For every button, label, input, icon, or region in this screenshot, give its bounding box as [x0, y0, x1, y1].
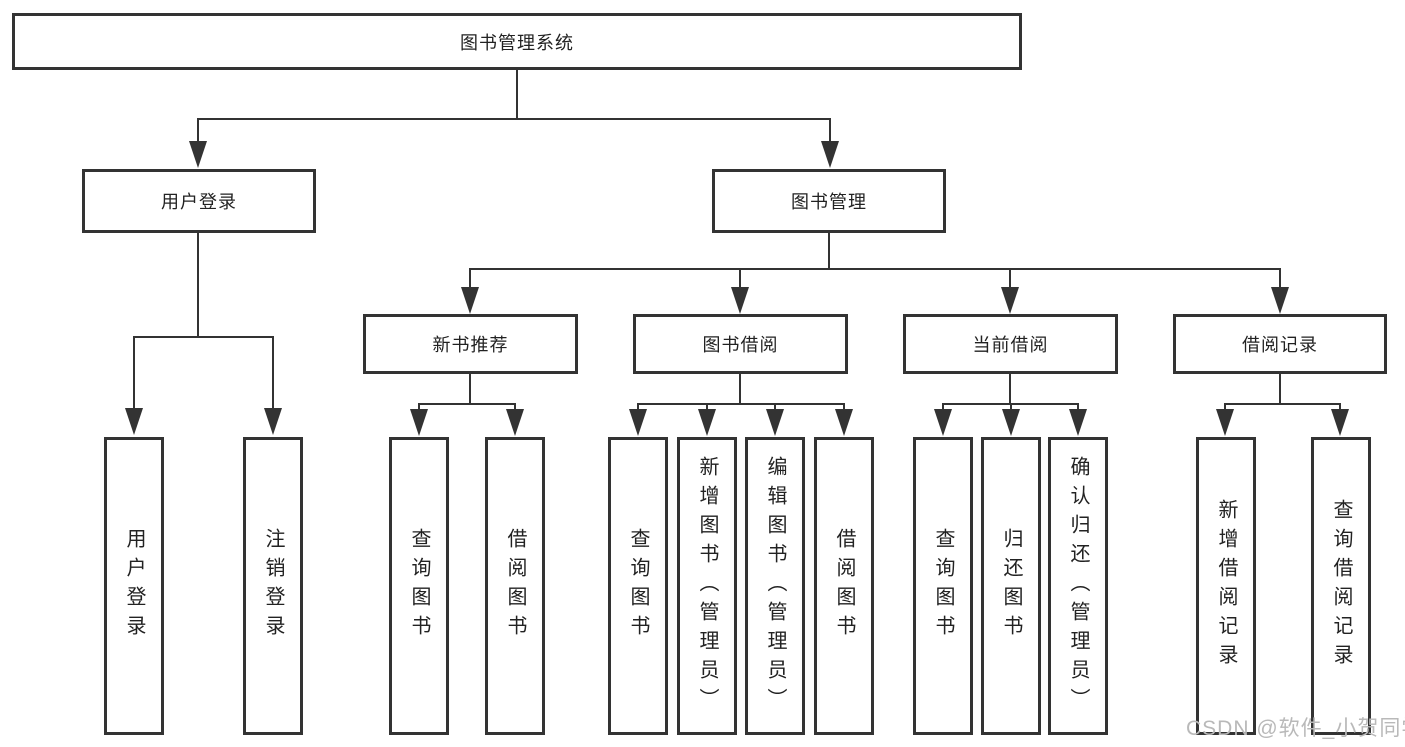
connector-line: [774, 403, 776, 411]
leaf-borrow-book: 借阅图书: [814, 437, 874, 735]
connector-line: [1010, 403, 1012, 411]
connector-line: [1009, 268, 1011, 290]
node-label: 借阅记录: [1242, 335, 1318, 355]
leaf-label: 查询图书: [932, 528, 954, 644]
connector-line: [739, 268, 741, 290]
leaf-logout: 注销登录: [243, 437, 303, 735]
arrow-down-icon: [766, 409, 784, 436]
connector-line: [843, 403, 845, 411]
leaf-label: 归还图书: [1000, 528, 1022, 644]
arrow-down-icon: [1331, 409, 1349, 436]
leaf-return-book: 归还图书: [981, 437, 1041, 735]
leaf-label: 借阅图书: [833, 528, 855, 644]
arrow-down-icon: [934, 409, 952, 436]
connector-line: [418, 403, 420, 411]
arrow-down-icon: [125, 408, 143, 435]
arrow-down-icon: [410, 409, 428, 436]
leaf-query-book-current: 查询图书: [913, 437, 973, 735]
node-label: 当前借阅: [972, 335, 1049, 355]
connector-line: [133, 336, 135, 410]
arrow-down-icon: [1216, 409, 1234, 436]
connector-line: [1279, 268, 1281, 290]
connector-line: [469, 268, 471, 290]
connector-line: [942, 403, 944, 411]
leaf-borrow-book-recommend: 借阅图书: [485, 437, 545, 735]
connector-line: [637, 403, 639, 411]
connector-line: [1009, 374, 1011, 405]
connector-line: [197, 118, 831, 120]
connector-line: [418, 403, 516, 405]
leaf-label: 新增借阅记录: [1215, 499, 1237, 673]
leaf-user-login: 用户登录: [104, 437, 164, 735]
leaf-label: 查询借阅记录: [1330, 499, 1352, 673]
node-current-borrowing: 当前借阅: [903, 314, 1118, 374]
connector-line: [829, 118, 831, 144]
node-label: 图书管理: [791, 192, 867, 212]
watermark: CSDN @软件_小贺同学: [1186, 717, 1405, 740]
leaf-label: 注销登录: [262, 528, 284, 644]
node-label: 用户登录: [161, 192, 237, 212]
arrow-down-icon: [835, 409, 853, 436]
connector-line: [469, 374, 471, 405]
arrow-down-icon: [1002, 409, 1020, 436]
leaf-label: 借阅图书: [504, 528, 526, 644]
node-label: 新书推荐: [432, 335, 509, 355]
connector-line: [637, 403, 845, 405]
leaf-query-book-recommend: 查询图书: [389, 437, 449, 735]
connector-line: [197, 118, 199, 144]
connector-line: [828, 233, 830, 270]
node-user-login: 用户登录: [82, 169, 316, 233]
connector-line: [706, 403, 708, 411]
connector-line: [272, 336, 274, 410]
node-new-book-recommend: 新书推荐: [363, 314, 578, 374]
arrow-down-icon: [264, 408, 282, 435]
leaf-label: 用户登录: [123, 528, 145, 644]
leaf-label: 确认归还（管理员）: [1067, 455, 1089, 717]
connector-line: [1279, 374, 1281, 405]
node-book-management: 图书管理: [712, 169, 946, 233]
connector-line: [1077, 403, 1079, 411]
node-label: 图书借阅: [702, 335, 779, 355]
leaf-label: 新增图书（管理员）: [696, 455, 718, 717]
arrow-down-icon: [461, 287, 479, 314]
arrow-down-icon: [698, 409, 716, 436]
node-library-management-system: 图书管理系统: [12, 13, 1022, 70]
connector-line: [514, 403, 516, 411]
arrow-down-icon: [1069, 409, 1087, 436]
leaf-confirm-return-admin: 确认归还（管理员）: [1048, 437, 1108, 735]
arrow-down-icon: [1271, 287, 1289, 314]
arrow-down-icon: [189, 141, 207, 168]
node-borrowing-records: 借阅记录: [1173, 314, 1387, 374]
connector-line: [133, 336, 274, 338]
connector-line: [1339, 403, 1341, 411]
connector-line: [469, 268, 1281, 270]
connector-line: [516, 70, 518, 119]
leaf-edit-book-admin: 编辑图书（管理员）: [745, 437, 805, 735]
connector-line: [739, 374, 741, 405]
arrow-down-icon: [629, 409, 647, 436]
arrow-down-icon: [506, 409, 524, 436]
node-label: 图书管理系统: [460, 32, 574, 53]
leaf-add-borrow-record: 新增借阅记录: [1196, 437, 1256, 735]
arrow-down-icon: [1001, 287, 1019, 314]
node-book-borrowing: 图书借阅: [633, 314, 848, 374]
arrow-down-icon: [821, 141, 839, 168]
leaf-label: 查询图书: [408, 528, 430, 644]
arrow-down-icon: [731, 287, 749, 314]
leaf-query-borrow-record: 查询借阅记录: [1311, 437, 1371, 735]
connector-line: [197, 233, 199, 337]
leaf-label: 编辑图书（管理员）: [764, 455, 786, 717]
leaf-label: 查询图书: [627, 528, 649, 644]
connector-line: [1224, 403, 1226, 411]
connector-line: [1224, 403, 1341, 405]
leaf-query-book-borrowing: 查询图书: [608, 437, 668, 735]
leaf-add-book-admin: 新增图书（管理员）: [677, 437, 737, 735]
